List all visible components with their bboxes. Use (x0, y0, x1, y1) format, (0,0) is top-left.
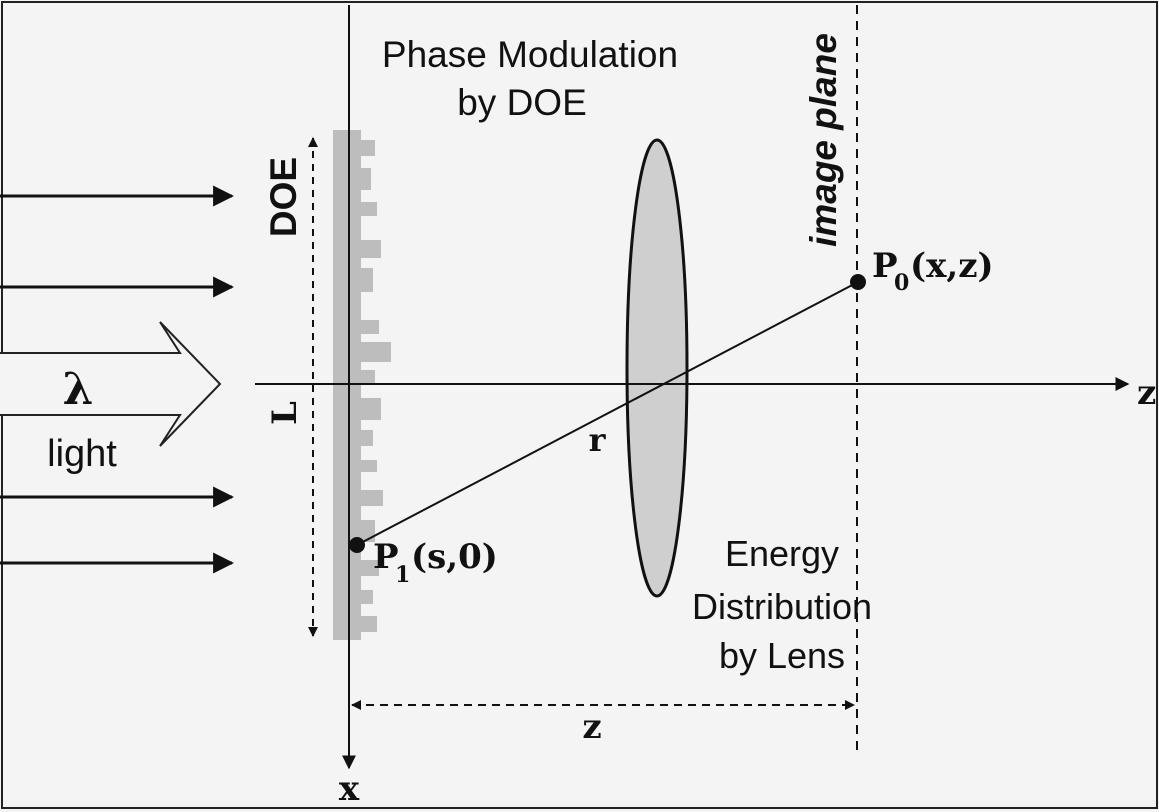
z-axis-label: z (1137, 373, 1156, 413)
point-p1 (349, 537, 365, 553)
svg-text:(s,0): (s,0) (411, 537, 498, 577)
point-p0 (850, 274, 866, 290)
doe-label: DOE (263, 157, 304, 237)
svg-text:P: P (373, 537, 399, 577)
energy-label-2: Distribution (692, 586, 872, 627)
ray-label: r (589, 421, 607, 459)
p0-label: P 0 (x,z) (872, 246, 994, 296)
x-axis-label: x (339, 769, 360, 809)
svg-text:P: P (872, 246, 898, 286)
phase-modulation-label-2: by DOE (457, 82, 587, 123)
z-dimension-label: z (582, 707, 601, 747)
lambda-label: λ (63, 364, 94, 415)
svg-text:(x,z): (x,z) (910, 246, 994, 286)
ray-r (356, 281, 859, 546)
energy-label-3: by Lens (719, 635, 845, 676)
light-label: light (47, 433, 117, 475)
image-plane-label: image plane (803, 33, 844, 247)
doe-element (333, 130, 391, 640)
p1-label: P 1 (s,0) (373, 537, 498, 588)
svg-text:0: 0 (894, 270, 909, 296)
energy-label-1: Energy (725, 533, 839, 574)
svg-text:1: 1 (395, 562, 410, 588)
phase-modulation-label: Phase Modulation (382, 34, 678, 75)
length-label: L (265, 401, 305, 425)
lens (625, 138, 689, 598)
wavelength-arrow (0, 321, 222, 447)
